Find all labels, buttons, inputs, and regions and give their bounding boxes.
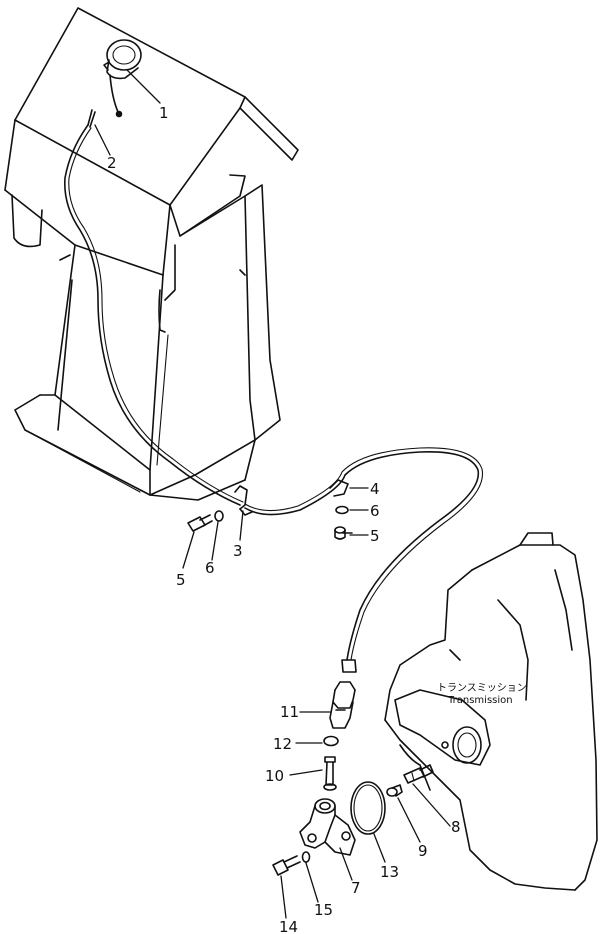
fitting-8 [403,764,434,784]
shaft-10 [323,756,337,791]
callout-5-left: 5 [176,571,186,589]
callout-6-right: 6 [370,502,380,520]
bolt-14 [272,855,301,876]
caption-english: Transmission [447,695,513,706]
leader-lines [94,69,451,919]
washer-6-right [335,505,349,515]
callout-3: 3 [233,542,243,560]
callout-2: 2 [107,154,117,172]
washer-15 [301,851,311,863]
callout-4: 4 [370,480,380,498]
callout-12: 12 [273,735,292,753]
washer-6-left [214,510,224,522]
callout-5-right: 5 [370,527,380,545]
callout-7: 7 [351,879,361,897]
callout-15: 15 [314,901,333,919]
dashboard-console [4,7,299,501]
plug-9 [386,784,403,797]
transmission-caption: トランスミッション Transmission [437,682,527,706]
cable-lower-run [244,447,484,673]
callout-13: 13 [380,863,399,881]
o-ring-13 [350,781,386,835]
callout-6-left: 6 [205,559,215,577]
sensor-adapter-11 [329,681,356,729]
callout-10: 10 [265,767,284,785]
cable-clamp-3 [234,485,253,516]
cable-upper-run [63,109,244,506]
housing-7 [299,798,356,856]
callout-1: 1 [159,104,169,122]
transmission-housing [384,532,598,891]
bolt-5-right [334,526,353,540]
callout-11: 11 [280,703,299,721]
callout-8: 8 [451,818,461,836]
callout-labels: 1 2 3 4 5 5 6 6 7 8 9 10 11 12 13 14 15 [107,104,461,934]
callout-14: 14 [279,918,298,934]
callout-9: 9 [418,842,428,860]
bolt-5-left [187,514,213,532]
caption-japanese: トランスミッション [437,682,527,694]
tachometer-head [103,39,142,118]
o-ring-12 [323,735,339,747]
